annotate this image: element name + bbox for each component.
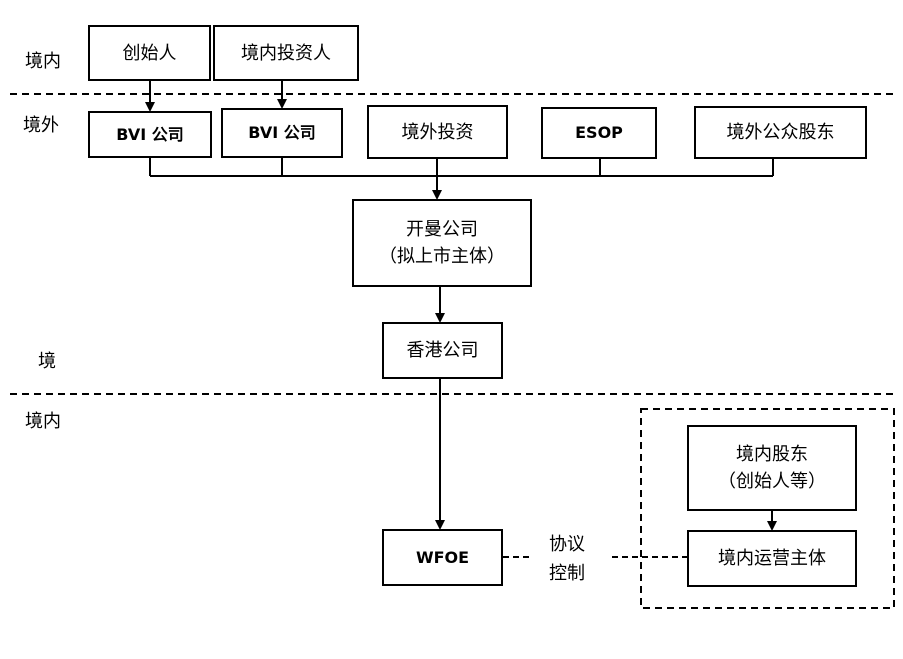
node-bvi-2-label: BVI 公司: [248, 123, 316, 142]
node-bvi-2: BVI 公司: [221, 108, 343, 158]
node-wfoe-label: WFOE: [415, 547, 470, 567]
zone-label-jing: 境: [38, 351, 56, 372]
node-cayman-line1: 开曼公司: [406, 219, 478, 240]
zone-label-domestic-bottom: 境内: [25, 411, 61, 432]
zone-label-domestic-top: 境内: [25, 51, 61, 72]
node-cayman-line2: （拟上市主体）: [379, 246, 505, 267]
node-hongkong-label: 香港公司: [406, 340, 479, 361]
node-domestic-investors: 境内投资人: [213, 25, 359, 81]
node-offshore-public-label: 境外公众股东: [726, 122, 835, 143]
agreement-control-line2: 控制: [549, 562, 585, 584]
agreement-control-label: 协议 控制: [536, 531, 598, 589]
node-wfoe: WFOE: [382, 529, 503, 586]
node-domestic-shareholders-line1: 境内股东: [736, 444, 808, 465]
node-domestic-operating: 境内运营主体: [687, 530, 857, 587]
node-bvi-1: BVI 公司: [88, 111, 212, 158]
node-hongkong: 香港公司: [382, 322, 503, 379]
node-offshore-public: 境外公众股东: [694, 106, 867, 159]
node-esop-label: ESOP: [575, 123, 623, 142]
node-domestic-operating-label: 境内运营主体: [718, 548, 826, 569]
node-cayman: 开曼公司 （拟上市主体）: [352, 199, 532, 287]
node-bvi-1-label: BVI 公司: [116, 124, 184, 144]
node-offshore-investment: 境外投资: [367, 105, 508, 159]
domestic-group-boundary: [640, 408, 895, 609]
node-esop: ESOP: [541, 107, 657, 159]
node-founders: 创始人: [88, 25, 211, 81]
node-domestic-shareholders-line2: （创始人等）: [718, 471, 826, 492]
node-domestic-shareholders: 境内股东 （创始人等）: [687, 425, 857, 511]
agreement-control-line1: 协议: [549, 534, 585, 555]
node-offshore-investment-label: 境外投资: [401, 121, 474, 143]
node-founders-label: 创始人: [122, 42, 177, 64]
zone-label-offshore: 境外: [23, 115, 59, 136]
node-domestic-investors-label: 境内投资人: [241, 42, 331, 64]
